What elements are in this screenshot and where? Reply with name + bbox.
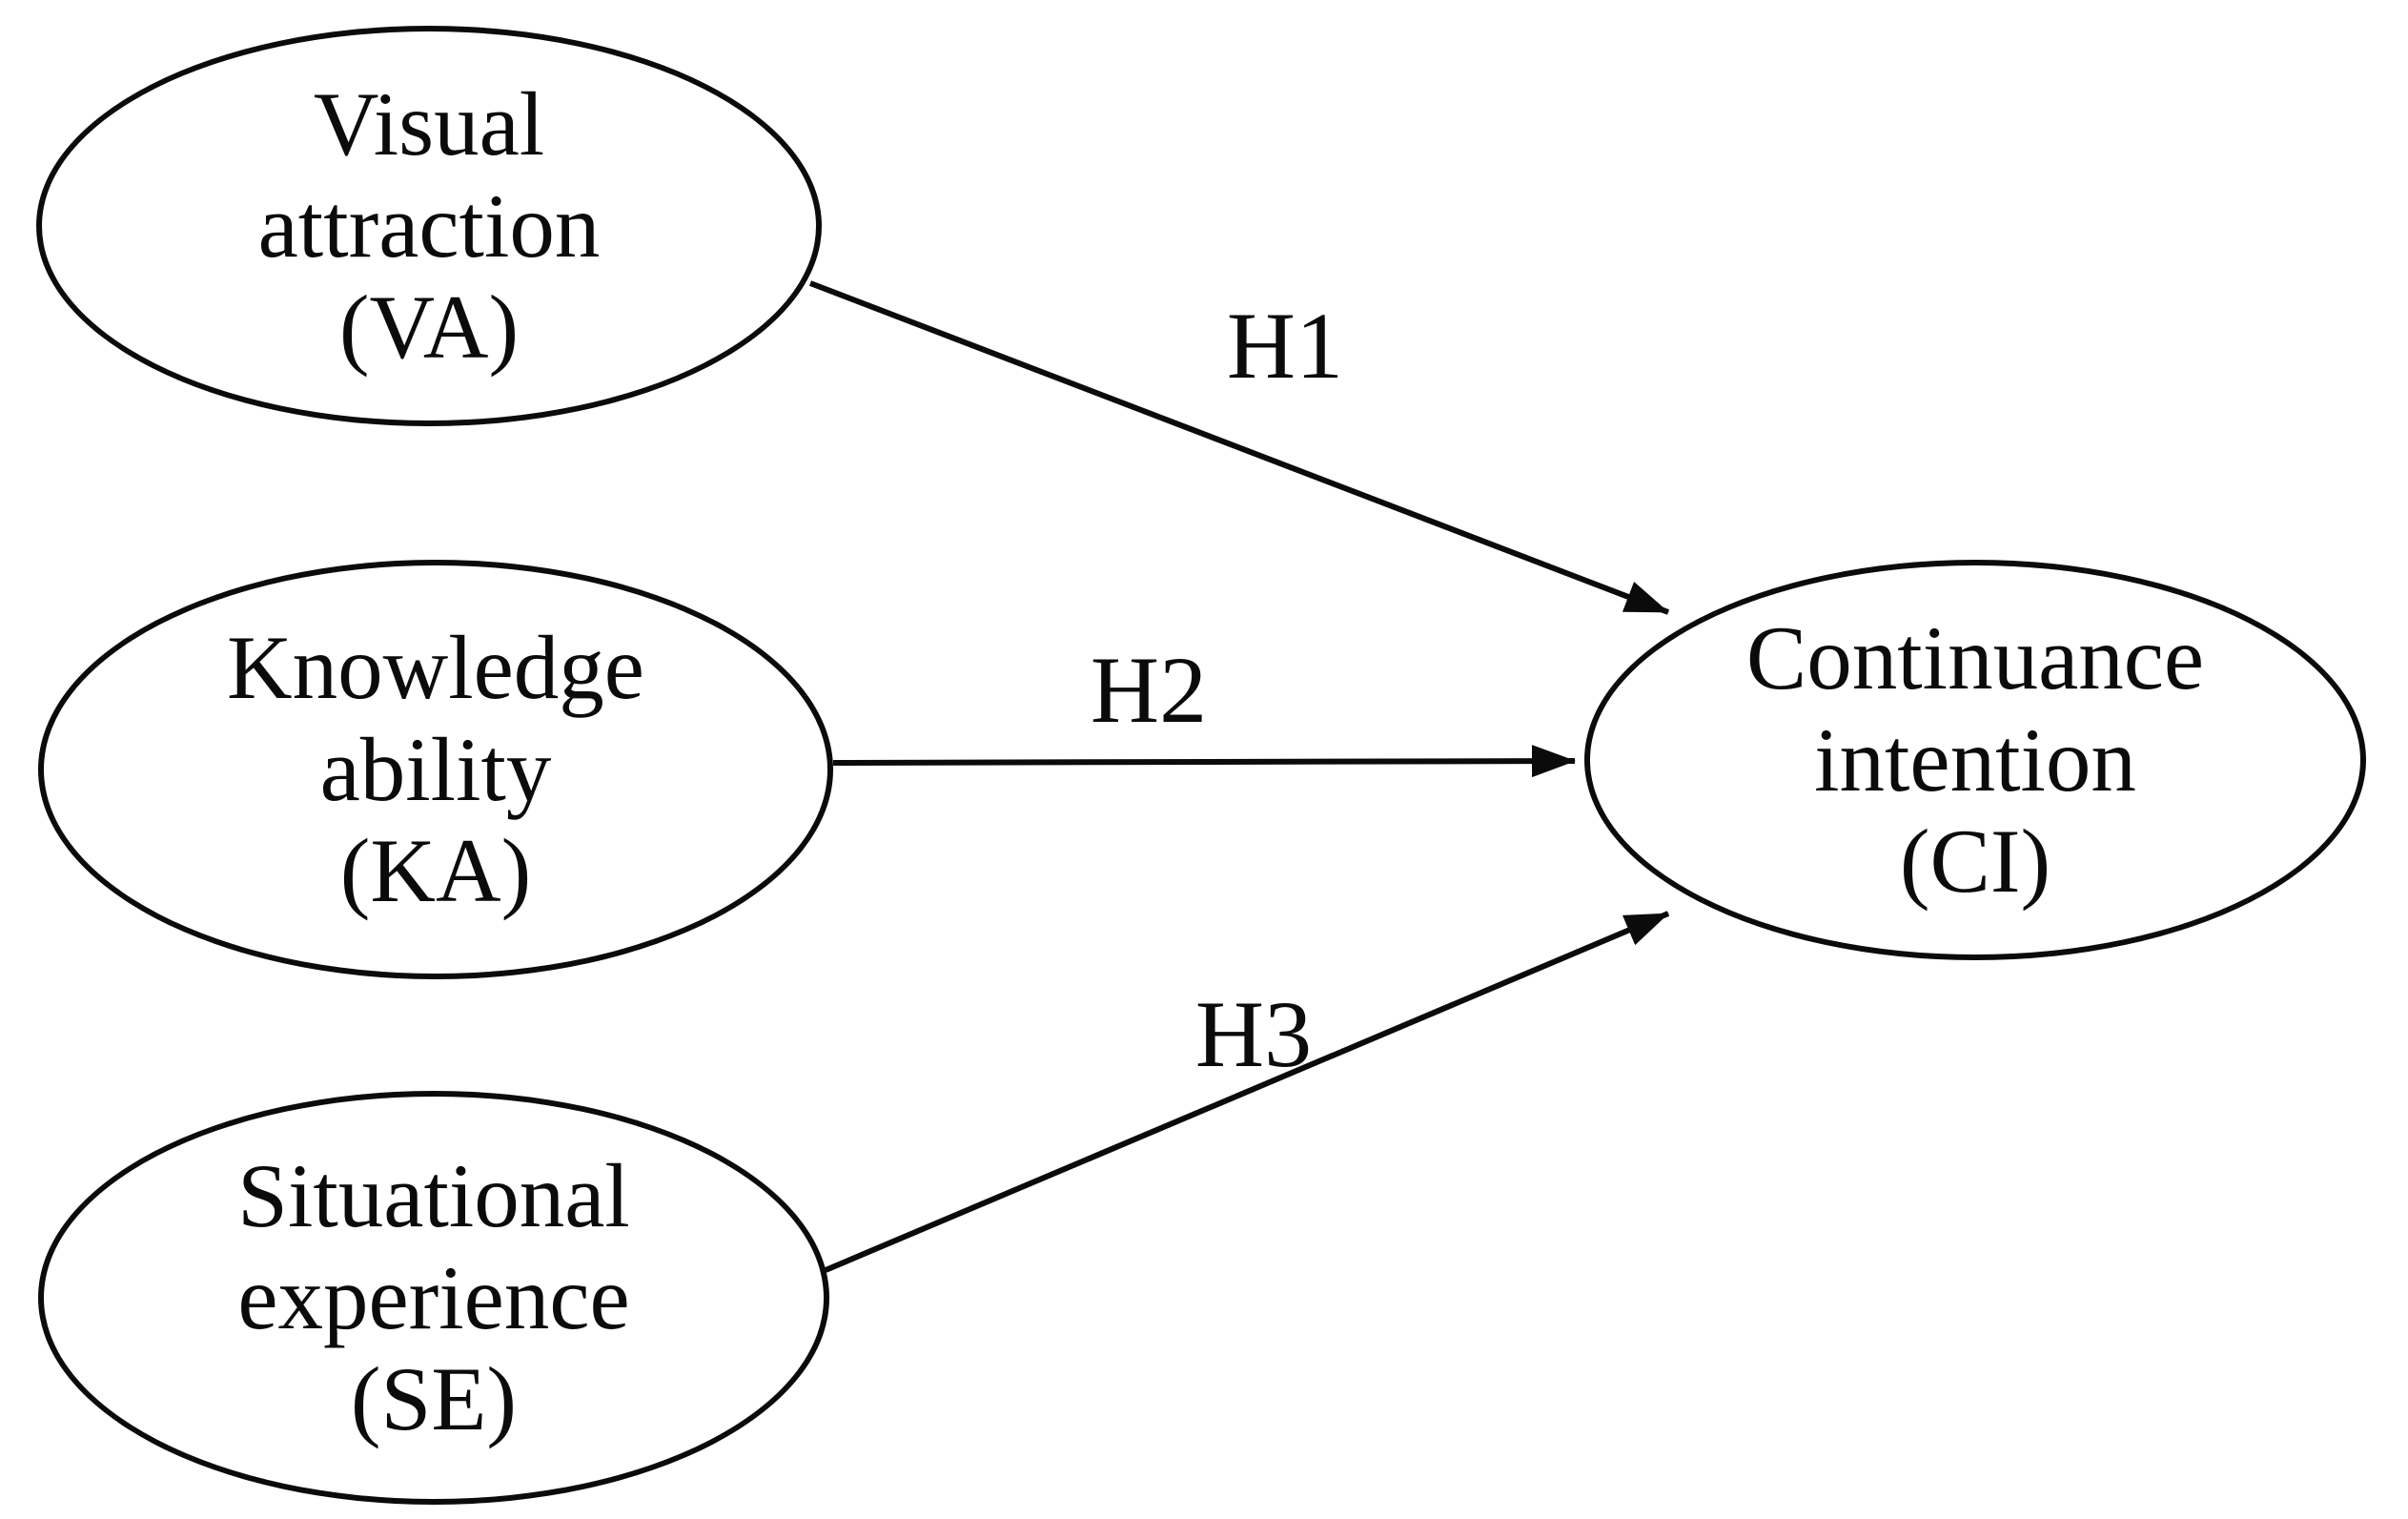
node-continuance-intention: Continuance intention (CI) bbox=[1584, 560, 2366, 960]
edge-h2-label: H2 bbox=[1090, 637, 1208, 743]
edge-h2-arrow bbox=[832, 745, 1576, 778]
node-knowledge-ability-label: Knowledge ability (KA) bbox=[227, 617, 644, 922]
edge-h1-label: H1 bbox=[1226, 293, 1344, 399]
node-situational-experience-label: Situational experience (SE) bbox=[237, 1145, 630, 1450]
node-visual-attraction: Visual attraction (VA) bbox=[36, 26, 822, 426]
edge-h3-arrow bbox=[824, 911, 1670, 1273]
node-continuance-intention-label: Continuance intention (CI) bbox=[1745, 607, 2205, 913]
node-knowledge-ability: Knowledge ability (KA) bbox=[38, 560, 833, 979]
edge-h3-label: H3 bbox=[1194, 981, 1313, 1087]
node-visual-attraction-label: Visual attraction (VA) bbox=[257, 73, 601, 379]
node-situational-experience: Situational experience (SE) bbox=[38, 1091, 829, 1505]
